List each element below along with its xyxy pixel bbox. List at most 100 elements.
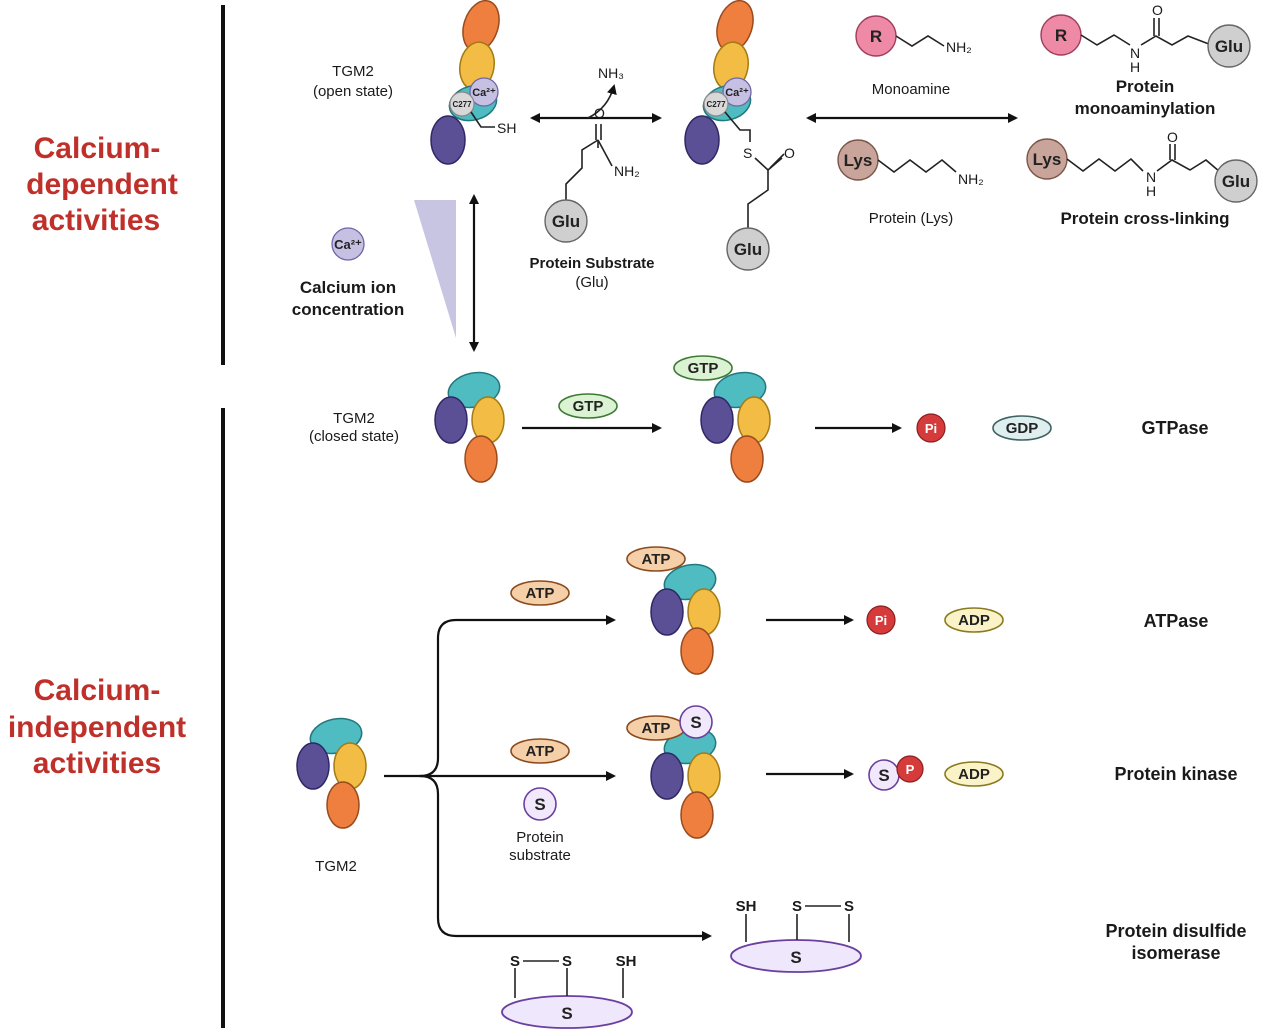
calcium-badge-2: Ca²⁺ [722, 77, 752, 107]
protein-lys-label: Protein (Lys) [869, 210, 953, 227]
monoaminylation-product: R N H O Glu [1040, 2, 1251, 75]
amine-label: NH₂ [614, 163, 640, 179]
thiol-label: SH [736, 898, 757, 915]
atp-bound-pill: ATP [626, 546, 686, 572]
pi-label: Pi [925, 421, 937, 436]
phospho-substrate: S P [868, 755, 924, 791]
crosslink-product: Lys N H O Glu [1026, 129, 1258, 203]
tgm2-acyl-intermediate [684, 0, 760, 165]
glu-label: Glu [1222, 172, 1250, 191]
substrate-glu-label: Protein Substrate [529, 255, 654, 272]
glu-label: Glu [552, 212, 580, 231]
thiol-label: SH [616, 953, 637, 970]
thiol-label: SH [497, 120, 516, 136]
section-title-line: independent [8, 711, 186, 744]
atp-label: ATP [526, 743, 555, 760]
protein-substrate-label: Protein [516, 829, 564, 846]
calcium-dependent-title: Calcium- dependent activities [26, 132, 178, 237]
r-group-label: R [870, 27, 882, 46]
atpase-label: ATPase [1144, 611, 1209, 631]
substrate-s-circle: S [523, 787, 557, 821]
gtp-label: GTP [688, 360, 719, 377]
atp-kinase-bound-pill: ATP [626, 715, 686, 741]
glu-label: Glu [1215, 37, 1243, 56]
protein-substrate-label-2: substrate [509, 847, 571, 864]
calcium-ion-legend: Ca²⁺ [331, 227, 365, 261]
protein-s-label: S [790, 948, 801, 967]
gtp-pill: GTP [558, 393, 618, 419]
calcium-gradient-wedge [414, 200, 456, 338]
calcium-label: Ca²⁺ [725, 87, 749, 99]
calcium-concentration-label-2: concentration [292, 300, 404, 319]
oxygen-label: O [784, 145, 795, 161]
tgm2-closed-label: TGM2 [333, 410, 375, 427]
atp-label: ATP [642, 551, 671, 568]
pi-label: Pi [875, 613, 887, 628]
gdp-label: GDP [1006, 420, 1039, 437]
atp-label: ATP [526, 585, 555, 602]
monoaminylation-label: Protein [1116, 77, 1175, 96]
sulfur-label: S [510, 953, 520, 970]
nitrogen-label: N [1146, 169, 1156, 185]
phosphate-label: P [906, 762, 915, 777]
pdi-substrate: S S S SH [501, 953, 637, 1029]
adp-pill-kinase: ADP [944, 761, 1004, 787]
pi-product: Pi [916, 413, 946, 443]
atp-pill-kinase: ATP [510, 738, 570, 764]
calcium-independent-title: Calcium- independent activities [8, 674, 186, 780]
substrate-s-label: S [878, 766, 889, 785]
oxygen-label: O [1167, 129, 1178, 145]
atp-label: ATP [642, 720, 671, 737]
tgm2-atp-bound [650, 559, 721, 675]
lys-label: Lys [1033, 150, 1062, 169]
tgm2-molecule [296, 713, 367, 829]
oxygen-label: O [1152, 2, 1163, 18]
section-title-line: Calcium- [34, 674, 161, 707]
substrate-s-label: S [690, 713, 701, 732]
monoamine-label: Monoamine [872, 81, 950, 98]
nh3-label: NH₃ [598, 65, 624, 81]
tgm2-open-label: TGM2 [332, 63, 374, 80]
tgm2-open-state: (open state) [313, 83, 393, 100]
section-title-line: dependent [26, 168, 178, 201]
calcium-concentration-label: Calcium ion [300, 278, 396, 297]
monoamine-molecule: R NH₂ [855, 15, 972, 57]
c277-label: C277 [706, 100, 726, 109]
sulfur-label: S [844, 898, 854, 915]
gdp-pill: GDP [992, 415, 1052, 441]
gtp-bound-pill: GTP [673, 355, 733, 381]
hydrogen-label: H [1146, 183, 1156, 199]
nitrogen-label: N [1130, 45, 1140, 61]
hydrogen-label: H [1130, 59, 1140, 75]
c277-badge: C277 [449, 91, 475, 117]
sh-bond [470, 111, 495, 128]
c277-label: C277 [452, 100, 472, 109]
tgm2-closed-state: (closed state) [309, 428, 399, 445]
lys-label: Lys [844, 151, 873, 170]
substrate-glu-sub: (Glu) [575, 274, 608, 291]
pdi-branch-arrow [419, 774, 712, 941]
adp-pill: ADP [944, 607, 1004, 633]
section-title-line: activities [33, 747, 161, 780]
oxygen-label: O [594, 105, 605, 121]
atpase-branch-arrow [384, 615, 616, 778]
amine-label: NH₂ [946, 39, 972, 55]
adp-label: ADP [958, 612, 990, 629]
crosslinking-label: Protein cross-linking [1060, 209, 1229, 228]
calcium-badge: Ca²⁺ [469, 77, 499, 107]
pi-product-2: Pi [866, 605, 896, 635]
atp-pill: ATP [510, 580, 570, 606]
pdi-label: Protein disulfide [1105, 921, 1246, 941]
amine-label: NH₂ [958, 171, 984, 187]
tgm2-label: TGM2 [315, 858, 357, 875]
tgm2-gtp-bound [700, 367, 771, 483]
substrate-s-label: S [534, 795, 545, 814]
thioester-chain: S O Glu [724, 111, 795, 271]
tgm2-closed-molecule [434, 367, 505, 483]
gtp-label: GTP [573, 398, 604, 415]
pdi-label-2: isomerase [1131, 943, 1220, 963]
calcium-label: Ca²⁺ [334, 237, 362, 252]
protein-s-label: S [561, 1004, 572, 1023]
